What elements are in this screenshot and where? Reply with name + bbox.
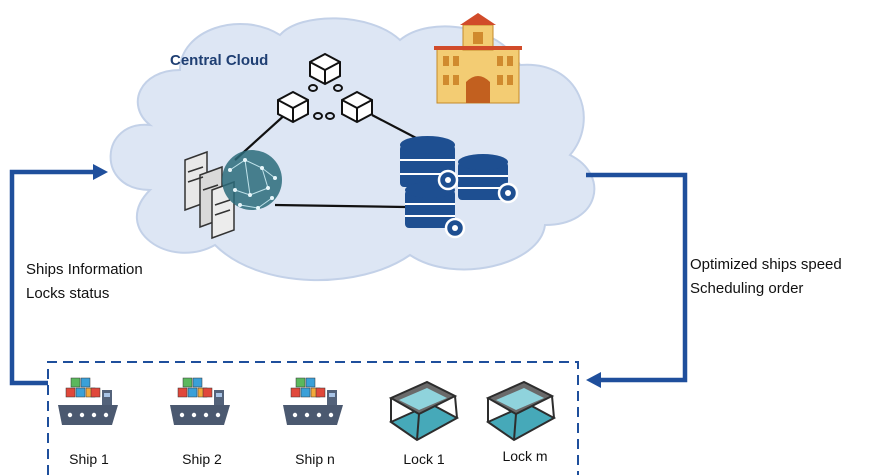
node-icons <box>58 377 557 442</box>
downlink-arrow <box>586 172 688 388</box>
government-building-icon <box>434 13 522 104</box>
node-label-lock-m: Lock m <box>502 448 548 464</box>
node-label-ship-1: Ship 1 <box>69 451 109 467</box>
uplink-label-locks-status: Locks status <box>26 285 110 302</box>
cargo-ship-icon <box>283 377 343 425</box>
blockchain-icon <box>277 52 373 124</box>
uplink-label-ships-information: Ships Information <box>26 261 143 278</box>
ai-server-icon <box>184 150 282 240</box>
field-devices-box <box>47 361 579 475</box>
node-label-ship-n: Ship n <box>295 451 335 467</box>
cargo-ship-icon <box>170 377 230 425</box>
node-label-lock-1: Lock 1 <box>403 451 445 467</box>
cloud-title: Central Cloud <box>170 52 269 69</box>
node-label-ship-2: Ship 2 <box>182 451 222 467</box>
cargo-ship-icon <box>58 377 118 425</box>
database-cluster-icon <box>400 136 519 239</box>
canal-lock-icon <box>388 380 460 442</box>
canal-lock-icon <box>485 380 557 442</box>
downlink-label-optimized-speed: Optimized ships speed <box>690 256 842 273</box>
downlink-label-scheduling-order: Scheduling order <box>690 280 804 297</box>
uplink-arrow <box>9 164 108 386</box>
